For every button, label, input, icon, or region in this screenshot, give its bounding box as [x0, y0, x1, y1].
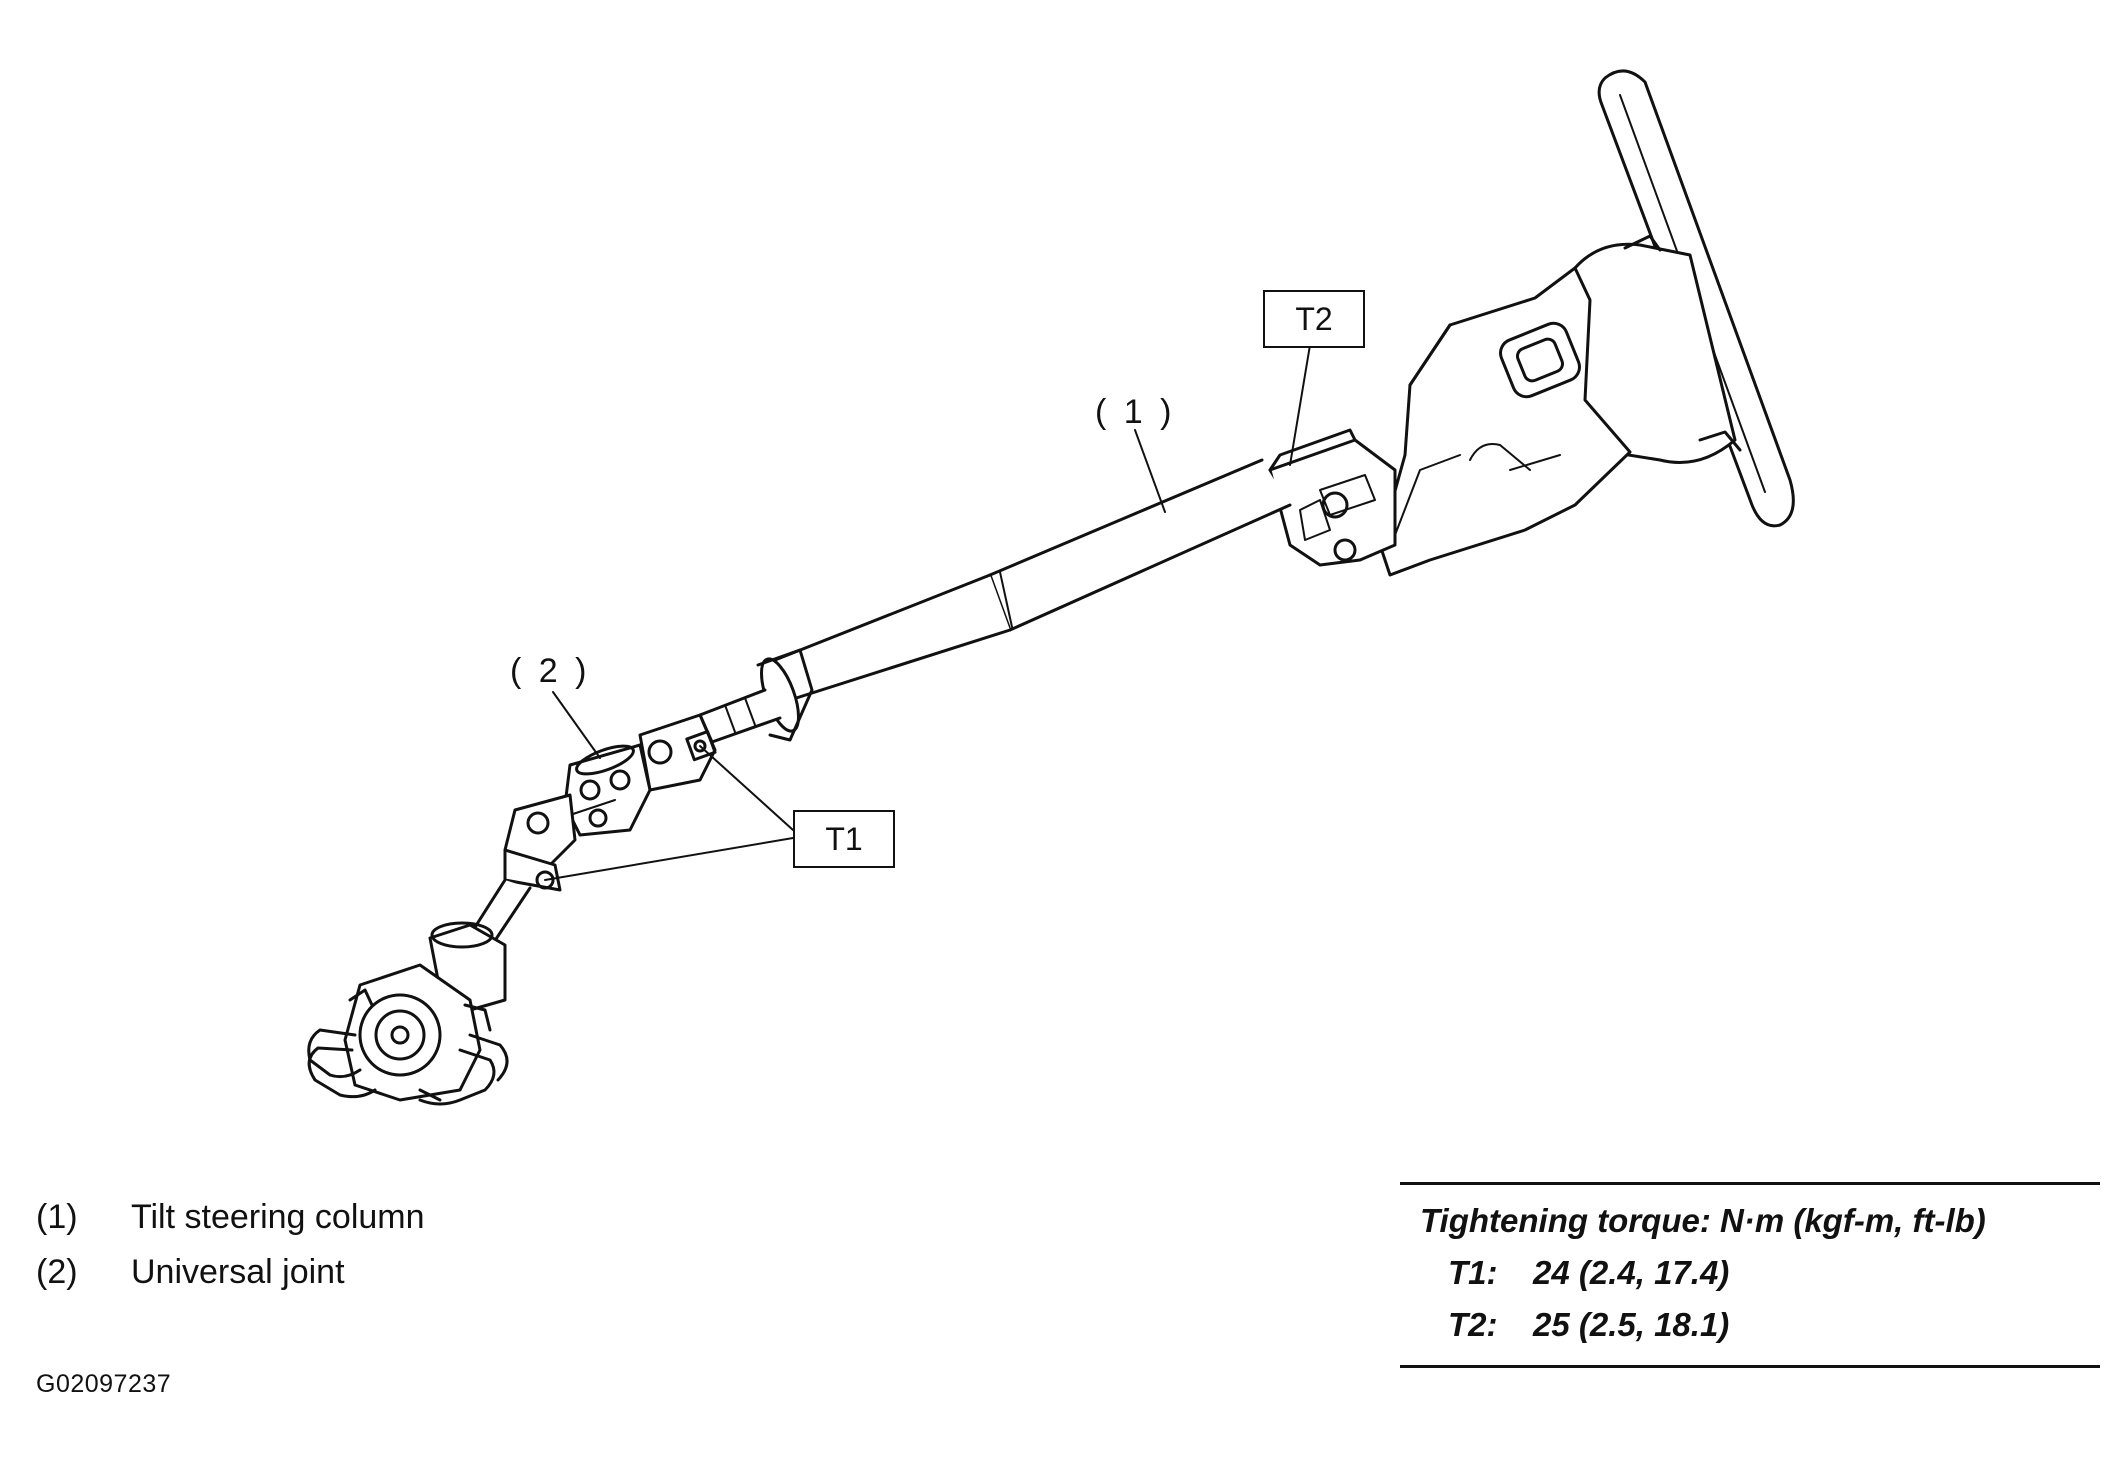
leader-lines	[544, 344, 1311, 881]
callout-t2-box: T2	[1263, 290, 1365, 348]
tilt-bracket	[1268, 428, 1397, 567]
leader-t1-lower	[544, 837, 794, 881]
legend-label: Tilt steering column	[131, 1198, 425, 1236]
legend-number: (2)	[36, 1253, 78, 1291]
parts-legend: (1) Tilt steering column (2) Universal j…	[36, 1190, 425, 1300]
torque-key: T2:	[1448, 1306, 1498, 1343]
leader-t2	[1289, 344, 1311, 466]
torque-value: 25 (2.5, 18.1)	[1533, 1306, 1730, 1343]
leader-t1-upper	[699, 745, 794, 831]
torque-table: Tightening torque: N·m (kgf-m, ft-lb) T1…	[1400, 1182, 2100, 1368]
column-shroud	[1378, 266, 1632, 577]
torque-key: T1:	[1448, 1254, 1498, 1291]
torque-value: 24 (2.4, 17.4)	[1533, 1254, 1730, 1291]
callout-t1-box: T1	[793, 810, 895, 868]
legend-item: (1) Tilt steering column	[36, 1190, 425, 1245]
legend-label: Universal joint	[131, 1253, 345, 1291]
torque-title: Tightening torque: N·m (kgf-m, ft-lb)	[1420, 1202, 1986, 1239]
leader-c2	[552, 691, 601, 759]
legend-item: (2) Universal joint	[36, 1245, 425, 1300]
steering-gearbox	[307, 921, 509, 1106]
intermediate-shaft	[698, 688, 782, 744]
figure-reference-code: G02097237	[36, 1370, 172, 1398]
callout-1: ( 1 )	[1095, 393, 1176, 431]
column-tube	[773, 458, 1292, 702]
wheel-hub	[1573, 234, 1742, 464]
upper-universal-joint	[638, 713, 717, 792]
torque-row: T2: 25 (2.5, 18.1)	[1400, 1299, 2100, 1351]
callout-2: ( 2 )	[510, 652, 591, 690]
legend-number: (1)	[36, 1198, 78, 1236]
leader-c1	[1134, 429, 1166, 513]
universal-joint-coupling	[563, 743, 652, 837]
torque-row: T1: 24 (2.4, 17.4)	[1400, 1247, 2100, 1299]
